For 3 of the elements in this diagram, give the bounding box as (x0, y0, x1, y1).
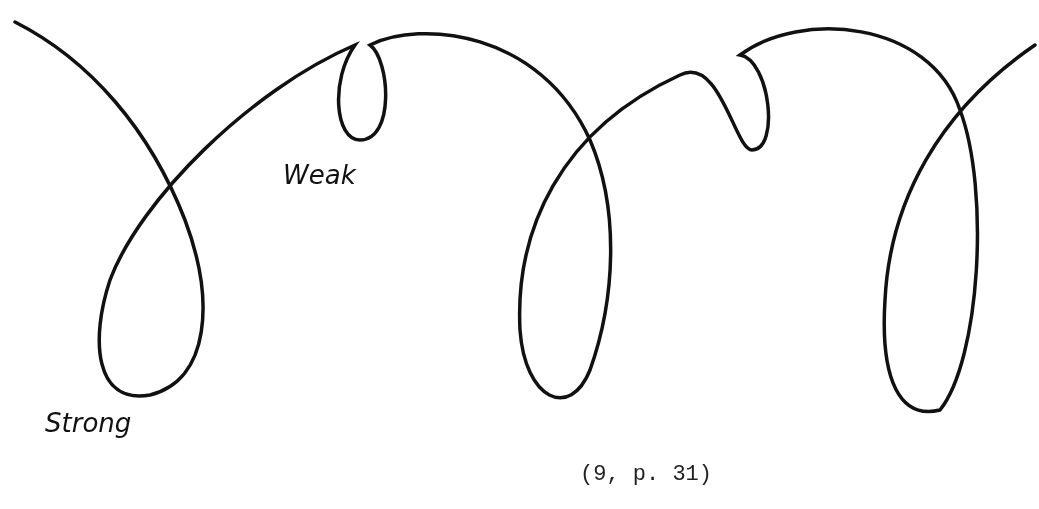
curve-label: Weak (283, 160, 356, 190)
curve-label: Strong (45, 408, 132, 438)
source-citation: (9, p. 31) (580, 462, 713, 487)
